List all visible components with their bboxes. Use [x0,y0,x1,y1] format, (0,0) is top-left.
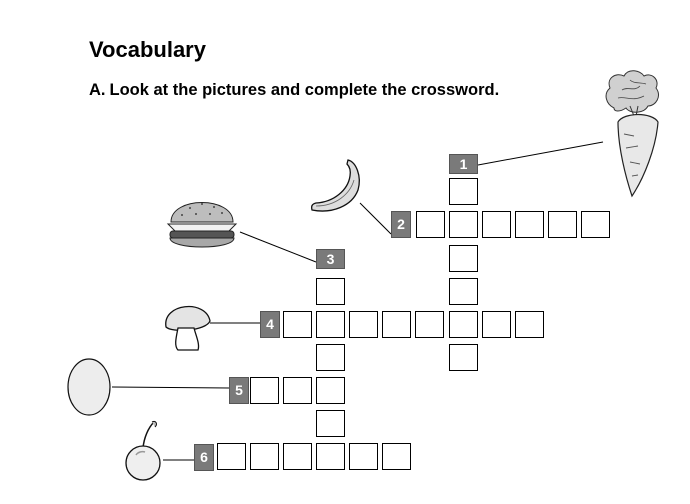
crossword-cell-6-across-6[interactable] [382,443,411,470]
crossword-cell-2-across-3[interactable] [482,211,511,238]
instruction-text: Look at the pictures and complete the cr… [109,81,500,99]
crossword-cell-2-across-5[interactable] [548,211,577,238]
crossword-cell-3-down-6[interactable] [316,443,345,470]
burger-icon [166,202,238,248]
crossword-cell-3-down-5[interactable] [316,410,345,437]
crossword-cell-4-across-4[interactable] [382,311,411,338]
crossword-cell-4-across-8[interactable] [515,311,544,338]
crossword-cell-2-across-6[interactable] [581,211,610,238]
connector-line-3 [239,231,317,263]
cherry-icon [125,421,161,481]
banana-icon [310,159,360,212]
crossword-cell-4-across-3[interactable] [349,311,378,338]
crossword-cell-3-down-1[interactable] [316,278,345,305]
crossword-cell-3-down-4[interactable] [316,377,345,404]
crossword-cell-1-down-5[interactable] [449,311,478,338]
section-title: Vocabulary [89,37,206,62]
egg-icon [67,358,111,416]
clue-number-3: 3 [316,249,345,269]
crossword-cell-5-across-2[interactable] [283,377,312,404]
connector-line-2 [359,202,392,235]
crossword-cell-6-across-3[interactable] [283,443,312,470]
clue-number-2: 2 [391,211,411,238]
clue-number-4: 4 [260,311,280,338]
carrot-icon [605,70,659,198]
clue-number-5: 5 [229,377,249,404]
crossword-cell-6-across-1[interactable] [217,443,246,470]
crossword-cell-1-down-2[interactable] [449,211,478,238]
crossword-cell-6-across-2[interactable] [250,443,279,470]
crossword-cell-2-across-4[interactable] [515,211,544,238]
crossword-cell-1-down-1[interactable] [449,178,478,205]
connector-line-1 [477,141,604,166]
crossword-cell-3-down-3[interactable] [316,344,345,371]
crossword-cell-3-down-2[interactable] [316,311,345,338]
crossword-cell-2-across-1[interactable] [416,211,445,238]
crossword-cell-1-down-6[interactable] [449,344,478,371]
crossword-cell-6-across-5[interactable] [349,443,378,470]
crossword-cell-1-down-4[interactable] [449,278,478,305]
crossword-cell-4-across-7[interactable] [482,311,511,338]
mushroom-icon [165,306,211,351]
instruction: A.Look at the pictures and complete the … [89,81,499,100]
connector-line-5 [111,386,230,389]
crossword-cell-4-across-5[interactable] [415,311,444,338]
clue-number-1: 1 [449,154,478,174]
crossword-cell-1-down-3[interactable] [449,245,478,272]
crossword-cell-5-across-1[interactable] [250,377,279,404]
clue-number-6: 6 [194,444,214,471]
connector-lines [111,141,604,461]
crossword-cell-4-across-1[interactable] [283,311,312,338]
instruction-letter: A. [89,81,106,99]
